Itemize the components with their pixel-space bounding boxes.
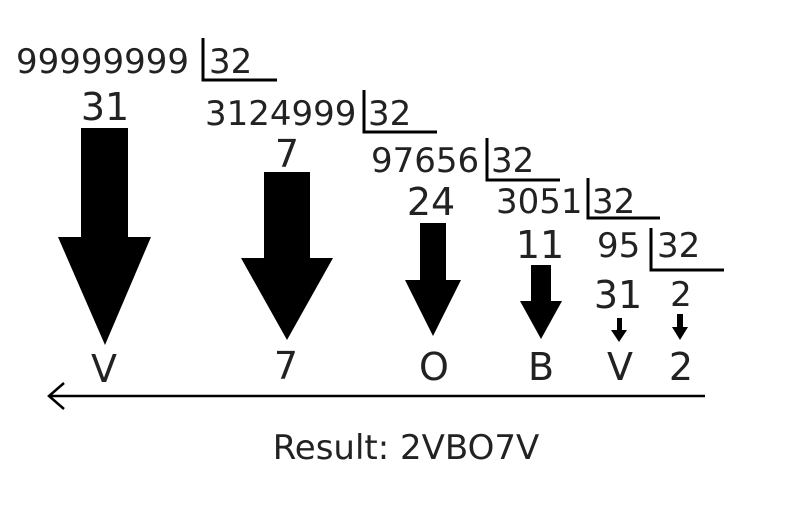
divisor-1: 32 xyxy=(209,42,252,82)
digit-5: V xyxy=(607,345,633,389)
arrow-down-3 xyxy=(405,223,461,336)
arrow-down-6 xyxy=(672,314,688,340)
divisor-3: 32 xyxy=(491,141,534,181)
dividend-4: 3051 xyxy=(496,182,583,222)
remainder-2: 7 xyxy=(275,132,299,176)
dividend-3: 97656 xyxy=(371,141,479,181)
divisor-4: 32 xyxy=(592,182,635,222)
result-label: Result: 2VBO7V xyxy=(273,428,540,468)
arrow-head-left-icon xyxy=(47,382,65,410)
division-step-5: 95 32 31 V xyxy=(594,226,724,389)
remainder-5: 31 xyxy=(594,273,642,317)
division-step-2: 3124999 32 7 7 xyxy=(205,90,437,388)
final-quotient: 2 xyxy=(670,275,692,315)
remainder-1: 31 xyxy=(81,85,129,129)
digit-2: 7 xyxy=(274,344,298,388)
division-bracket-1 xyxy=(201,38,277,82)
digit-1: V xyxy=(91,347,117,391)
arrow-down-1 xyxy=(58,128,151,345)
remainder-3: 24 xyxy=(407,180,455,224)
division-step-1: 99999999 32 31 V xyxy=(16,38,277,391)
arrow-down-2 xyxy=(241,172,333,340)
digit-3: O xyxy=(419,345,449,389)
digit-4: B xyxy=(528,345,554,389)
arrow-down-5 xyxy=(611,318,627,342)
division-bracket-3 xyxy=(485,138,560,182)
division-step-4: 3051 32 11 B xyxy=(496,178,660,389)
digit-6: 2 xyxy=(669,345,693,389)
division-bracket-5 xyxy=(649,228,724,272)
read-direction-arrow xyxy=(47,382,705,410)
division-step-3: 97656 32 24 O xyxy=(371,138,560,389)
dividend-5: 95 xyxy=(597,226,640,266)
divisor-2: 32 xyxy=(368,94,411,134)
arrow-down-4 xyxy=(520,265,562,339)
divisor-5: 32 xyxy=(657,226,700,266)
dividend-2: 3124999 xyxy=(205,94,356,134)
final-quotient-step: 2 2 xyxy=(669,275,693,389)
dividend-1: 99999999 xyxy=(16,42,189,82)
division-bracket-2 xyxy=(362,90,437,134)
remainder-4: 11 xyxy=(516,223,564,267)
division-bracket-4 xyxy=(586,178,660,220)
